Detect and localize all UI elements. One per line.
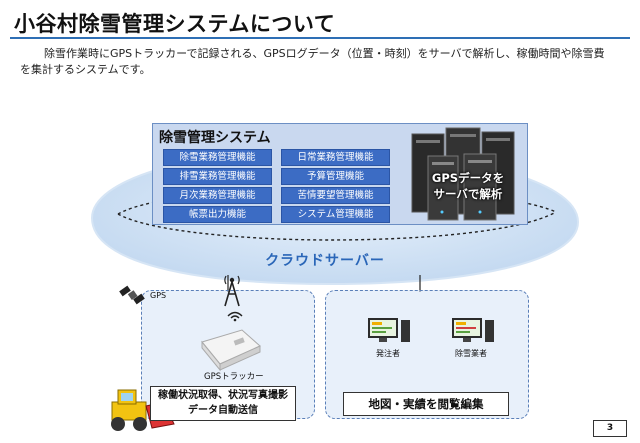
field-caption-line1: 稼働状況取得、状況写真撮影 xyxy=(158,390,288,401)
gps-label: GPS xyxy=(150,291,167,300)
description-text: 除雪作業時にGPSトラッカーで記録される、GPSログデータ（位置・時刻）をサーバ… xyxy=(20,47,605,76)
client2-label: 除雪業者 xyxy=(455,349,487,358)
gps-tracker-device-icon xyxy=(201,329,261,372)
client1-label: 発注者 xyxy=(376,349,400,358)
server-label-line1: GPSデータを xyxy=(431,171,505,185)
page-number: 3 xyxy=(593,420,627,437)
function-daily: 日常業務管理機能 xyxy=(281,149,390,166)
gps-tracker-label: GPSトラッカー xyxy=(204,372,264,382)
client-pc-icon xyxy=(368,318,410,342)
function-monthly: 月次業務管理機能 xyxy=(163,187,272,204)
page-title: 小谷村除雪管理システムについて xyxy=(14,12,336,36)
field-caption: 稼働状況取得、状況写真撮影 データ自動送信 xyxy=(150,386,296,421)
function-snow-disposal: 排雪業務管理機能 xyxy=(163,168,272,185)
server-label: GPSデータを サーバで解析 xyxy=(408,170,528,202)
server-label-line2: サーバで解析 xyxy=(433,187,503,201)
title-underline xyxy=(10,37,630,39)
contractor-pc-icon xyxy=(452,318,494,342)
field-caption-line2: データ自動送信 xyxy=(188,405,258,416)
office-caption: 地図・実績を閲覧編集 xyxy=(343,392,509,416)
function-complaints: 苦情要望管理機能 xyxy=(281,187,390,204)
function-snow-removal: 除雪業務管理機能 xyxy=(163,149,272,166)
wifi-icon xyxy=(227,311,243,322)
function-report-output: 帳票出力機能 xyxy=(163,206,272,223)
function-system-admin: システム管理機能 xyxy=(281,206,390,223)
server-rack-icon: GPSデータを サーバで解析 xyxy=(408,126,528,222)
function-budget: 予算管理機能 xyxy=(281,168,390,185)
management-system-title: 除雪管理システム xyxy=(159,130,271,146)
antenna-icon xyxy=(224,275,240,307)
management-system-box: 除雪管理システム 除雪業務管理機能 日常業務管理機能 排雪業務管理機能 予算管理… xyxy=(152,123,528,225)
cloud-server-label: クラウドサーバー xyxy=(265,253,385,269)
satellite-icon xyxy=(119,285,145,305)
